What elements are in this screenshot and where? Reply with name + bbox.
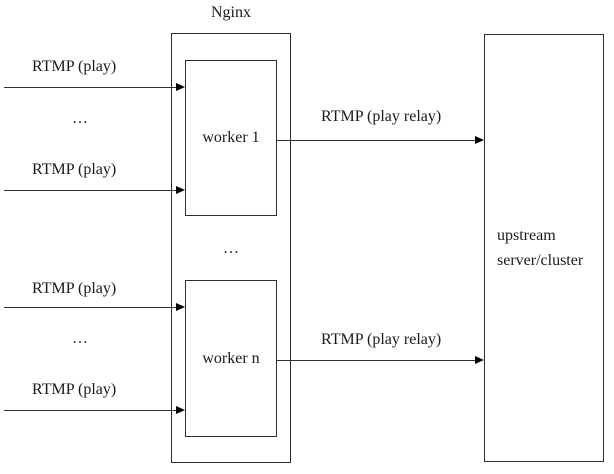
arrow-line (277, 140, 477, 141)
arrowhead-icon (176, 406, 185, 414)
upstream-label-line1: upstream (497, 227, 556, 244)
play-edge-label-2: RTMP (play) (32, 161, 117, 178)
arrowhead-icon (475, 136, 484, 144)
arrowhead-icon (475, 356, 484, 364)
play-arrow-2 (4, 186, 185, 194)
relay-arrow-2 (276, 356, 484, 364)
play-edge-label-1: RTMP (play) (32, 58, 117, 75)
arrow-line (4, 307, 178, 308)
play-arrow-3 (4, 303, 185, 311)
upstream-label-line2: server/cluster (497, 252, 584, 269)
arrow-line (4, 410, 178, 411)
arrowhead-icon (176, 186, 185, 194)
play-edge-label-4: RTMP (play) (32, 381, 117, 398)
worker-n-label: worker n (202, 349, 260, 367)
worker-1-label: worker 1 (202, 129, 260, 146)
worker-n-box: worker n (185, 280, 277, 437)
arrow-line (276, 360, 477, 361)
arrowhead-icon (176, 83, 185, 91)
workers-ellipsis: … (223, 240, 239, 257)
relay-edge-label-2: RTMP (play relay) (321, 331, 442, 348)
play-arrow-4 (4, 406, 185, 414)
play-arrow-1 (4, 83, 185, 91)
arrow-line (4, 87, 178, 88)
upstream-server-box: upstream server/cluster (484, 34, 604, 462)
relay-edge-label-1: RTMP (play relay) (321, 108, 442, 125)
arrowhead-icon (176, 303, 185, 311)
relay-arrow-1 (277, 136, 484, 144)
clients-ellipsis-2: … (72, 330, 88, 347)
worker-1-box: worker 1 (185, 60, 277, 216)
play-edge-label-3: RTMP (play) (32, 280, 117, 297)
nginx-box-title: Nginx (211, 4, 251, 21)
arrow-line (4, 190, 178, 191)
clients-ellipsis-1: … (72, 110, 88, 127)
